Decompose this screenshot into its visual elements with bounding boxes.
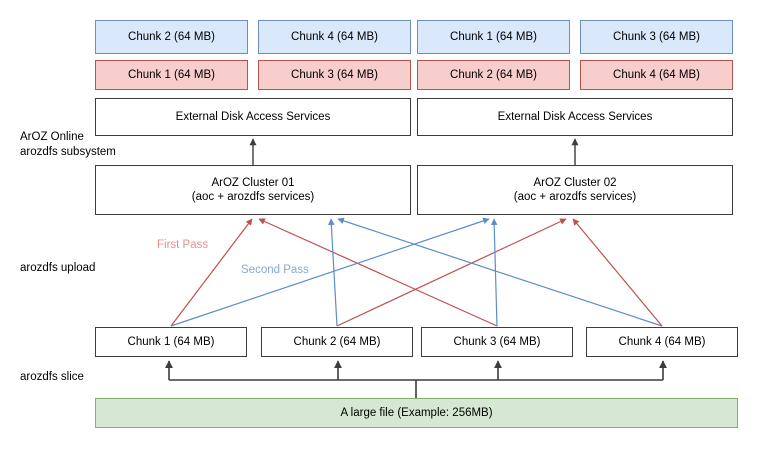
second-pass-arrow-chunk3-to-cluster02 xyxy=(490,218,498,327)
aroz-cluster-02-box: ArOZ Cluster 02 (aoc + arozdfs services) xyxy=(417,165,733,215)
source-chunk-box-4: Chunk 4 (64 MB) xyxy=(586,327,738,357)
external-disk-access-services-1: External Disk Access Services xyxy=(95,98,411,136)
slice-bracket xyxy=(165,360,667,398)
second-pass-chunk-box-4: Chunk 3 (64 MB) xyxy=(580,20,733,54)
source-chunk-box-2: Chunk 2 (64 MB) xyxy=(261,327,413,357)
source-chunk-box-1: Chunk 1 (64 MB) xyxy=(95,327,247,357)
row-label-aroz-online-line1: ArOZ Online xyxy=(20,131,84,143)
second-pass-chunk-box-2: Chunk 4 (64 MB) xyxy=(258,20,411,54)
second-pass-chunk-box-3: Chunk 1 (64 MB) xyxy=(417,20,570,54)
first-pass-chunk-box-2: Chunk 3 (64 MB) xyxy=(258,60,411,90)
aroz-cluster-01-box: ArOZ Cluster 01 (aoc + arozdfs services) xyxy=(95,165,411,215)
row-label-aroz-online: ArOZ Online arozdfs subsystem xyxy=(20,130,116,160)
second-pass-arrow-chunk2-to-cluster01 xyxy=(328,218,338,327)
aroz-cluster-01-name: ArOZ Cluster 01 xyxy=(211,177,295,189)
first-pass-chunk-box-1: Chunk 1 (64 MB) xyxy=(95,60,248,90)
aroz-cluster-02-services: (aoc + arozdfs services) xyxy=(513,191,637,203)
first-pass-arrow-chunk1-to-cluster01 xyxy=(170,218,253,327)
first-pass-chunk-box-4: Chunk 4 (64 MB) xyxy=(580,60,733,90)
source-file-box: A large file (Example: 256MB) xyxy=(95,398,738,428)
second-pass-arrow-chunk4-to-cluster01 xyxy=(337,217,663,327)
row-label-arozdfs-upload: arozdfs upload xyxy=(20,262,96,274)
row-label-arozdfs-slice: arozdfs slice xyxy=(20,371,84,383)
row-label-aroz-online-line2: arozdfs subsystem xyxy=(20,146,116,158)
external-disk-access-services-2: External Disk Access Services xyxy=(417,98,733,136)
second-pass-chunk-box-1: Chunk 2 (64 MB) xyxy=(95,20,248,54)
aroz-cluster-02-name: ArOZ Cluster 02 xyxy=(533,177,617,189)
first-pass-arrow-chunk4-to-cluster02 xyxy=(572,218,663,327)
aroz-cluster-01-services: (aoc + arozdfs services) xyxy=(191,191,315,203)
second-pass-arrow-chunk1-to-cluster02 xyxy=(170,217,490,327)
second-pass-legend-label: Second Pass xyxy=(241,264,309,276)
cluster-to-disk-arrows xyxy=(249,138,579,165)
first-pass-arrow-chunk2-to-cluster02 xyxy=(336,218,567,327)
first-pass-chunk-box-3: Chunk 2 (64 MB) xyxy=(417,60,570,90)
source-chunk-box-3: Chunk 3 (64 MB) xyxy=(421,327,573,357)
first-pass-legend-label: First Pass xyxy=(157,239,209,251)
